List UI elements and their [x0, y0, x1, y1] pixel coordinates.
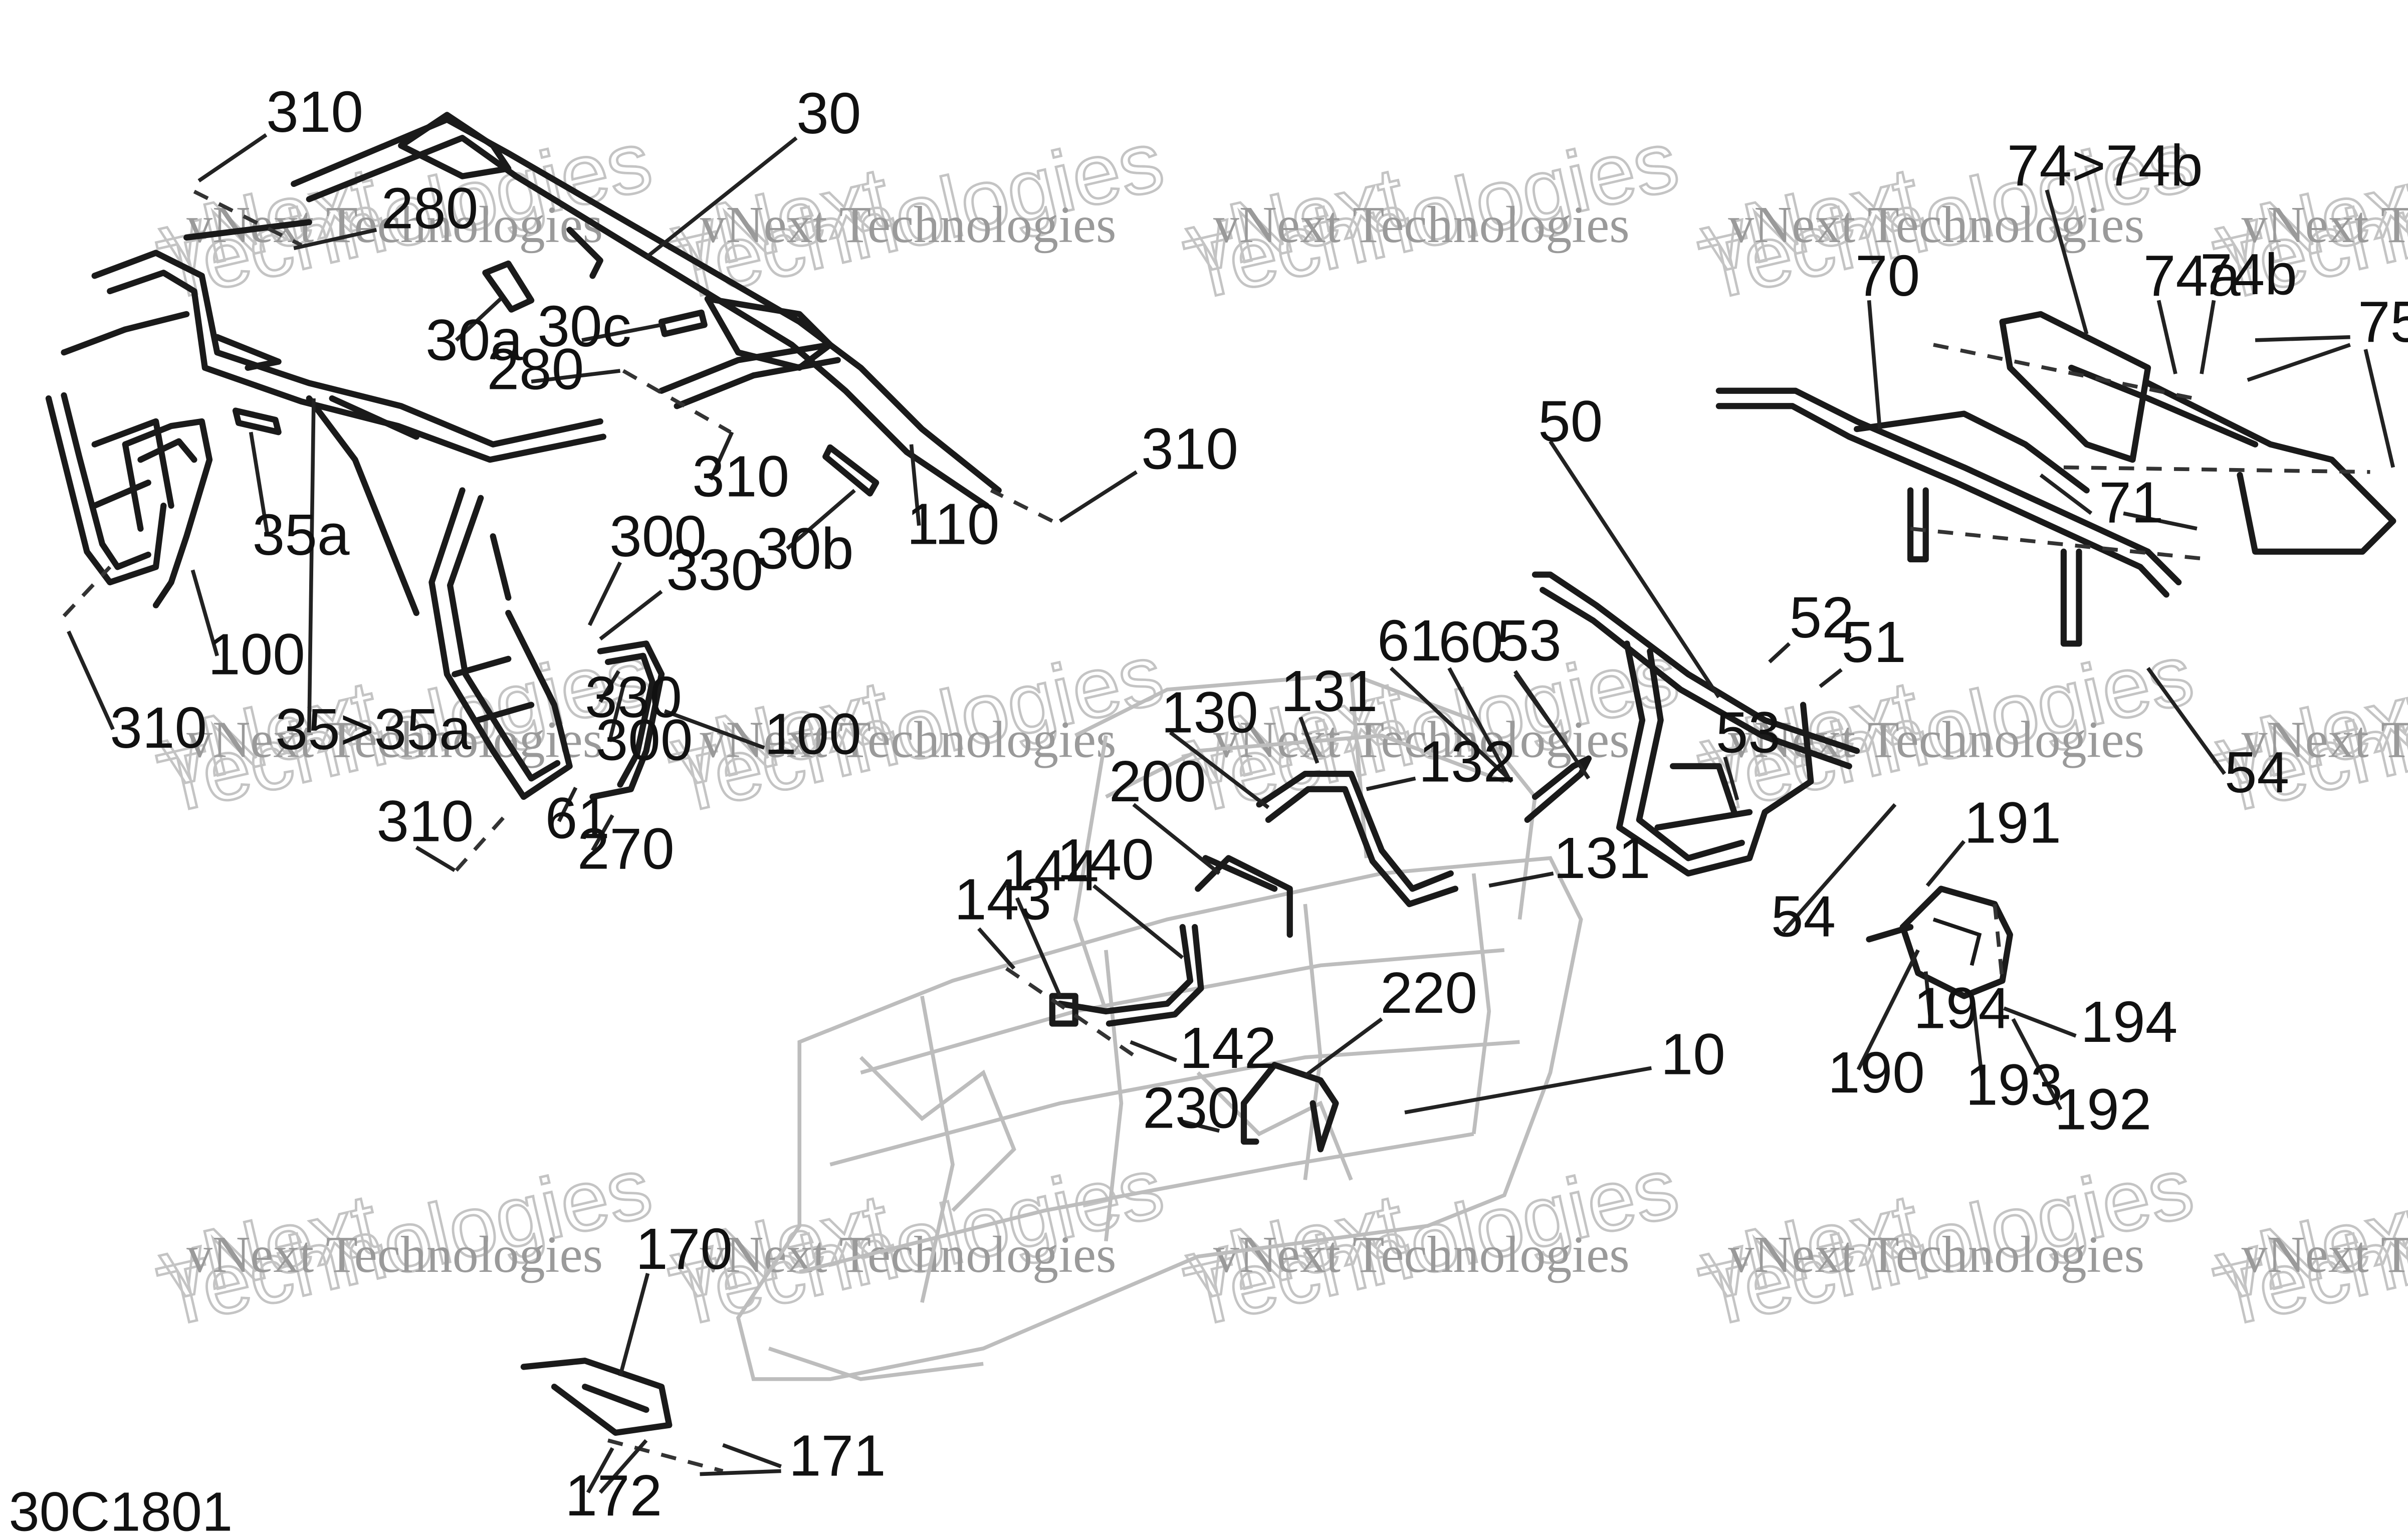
callout-190: 190 [1828, 1040, 1925, 1105]
callout-70: 70 [1855, 243, 1920, 308]
callout-171: 171 [789, 1423, 886, 1488]
watermark-text: vNext Technologies [1213, 196, 1630, 254]
callout-100: 100 [208, 621, 305, 687]
callout-330: 330 [585, 665, 682, 730]
leader-lines [67, 133, 2395, 1494]
callout-280: 280 [381, 176, 479, 241]
callout-143: 143 [954, 867, 1051, 932]
watermark-text: vNext Technologies [1728, 1226, 2144, 1283]
watermark-text: vNext Technologies [700, 196, 1117, 254]
callout-270: 270 [577, 816, 675, 882]
callout-30a: 30a [425, 308, 523, 373]
roll-cage-assembly [45, 112, 1002, 800]
callout-300: 300 [596, 708, 693, 773]
callout-330: 330 [666, 537, 763, 602]
callout-310: 310 [110, 695, 207, 760]
callout-300: 300 [609, 504, 707, 569]
callout-230: 230 [1143, 1075, 1240, 1140]
callout-53: 53 [1716, 700, 1781, 765]
callout-131: 131 [1280, 658, 1378, 724]
callout-200: 200 [1109, 749, 1206, 814]
callout-61: 61 [1377, 608, 1442, 673]
callout-54: 54 [1771, 884, 1836, 949]
callout-172: 172 [565, 1463, 662, 1528]
callout-74a: 74a [2143, 243, 2241, 308]
callout-192: 192 [2055, 1077, 2152, 1142]
watermark-text: vNext Technologies [2242, 196, 2408, 254]
watermark-text: vNext Technologies [186, 711, 603, 769]
watermark-text: vNext Technologies [1728, 196, 2144, 254]
watermark-text: vNext Technologies [700, 711, 1117, 769]
callout-71: 71 [2099, 470, 2163, 535]
rear-bumper [1715, 311, 2396, 647]
cross-members [520, 771, 1459, 1436]
callout-75: 75 [2358, 289, 2408, 354]
callout-61: 61 [545, 786, 610, 851]
watermark-text: vNext Technologies [1728, 711, 2144, 769]
callout-310: 310 [1141, 416, 1238, 482]
figure-code: 30C1801 [9, 1481, 233, 1540]
callout-35a: 35a [253, 502, 350, 567]
callout-50: 50 [1538, 389, 1603, 454]
callout-54: 54 [2225, 740, 2289, 805]
callout-130: 130 [1161, 680, 1258, 745]
watermark-text: vNext Technologies [2242, 1226, 2408, 1283]
callout-194: 194 [1913, 976, 2011, 1041]
callout-132: 132 [1419, 729, 1516, 794]
callout-30c: 30c [537, 294, 631, 359]
callout-labels: 310 30 280 30a 30c 280 310 35a 100 310 3… [110, 79, 2408, 1528]
callout-100: 100 [764, 701, 861, 766]
install-lines [62, 189, 2370, 1473]
callout-144: 144 [1002, 838, 1099, 903]
callout-170: 170 [635, 1216, 733, 1281]
callout-52: 52 [1790, 585, 1854, 650]
watermark-text: vNext Technologies [186, 196, 603, 254]
callout-140: 140 [1057, 827, 1154, 892]
callout-310: 310 [266, 79, 363, 144]
callout-30: 30 [796, 81, 861, 146]
callout-10: 10 [1661, 1021, 1725, 1086]
tube-assembly [122, 418, 665, 800]
callout-110: 110 [907, 491, 999, 556]
callout-30b: 30b [757, 516, 854, 581]
watermark-text: vNext Technologies [1213, 1226, 1630, 1283]
callout-35-35a: 35>35a [276, 697, 472, 762]
callout-74b: 74b [2200, 242, 2297, 307]
main-frame-ghost [736, 672, 1583, 1381]
callout-194: 194 [2081, 989, 2178, 1054]
callout-51: 51 [1842, 609, 1906, 675]
callout-220: 220 [1380, 960, 1477, 1025]
callout-131: 131 [1554, 825, 1651, 891]
callout-191: 191 [1964, 790, 2061, 855]
callout-53: 53 [1497, 608, 1562, 673]
watermark-text: vNext Technologies [700, 1226, 1117, 1283]
front-bumper [1531, 571, 1860, 877]
small-plates [232, 260, 1592, 823]
callout-310: 310 [376, 789, 474, 854]
watermark-text: vNext Technologies [186, 1226, 603, 1283]
callout-193: 193 [1965, 1052, 2063, 1118]
callout-60: 60 [1438, 609, 1503, 675]
callout-310: 310 [692, 444, 789, 509]
callout-74-74b: 74>74b [2007, 133, 2203, 198]
watermark-text: vNext Technologies [2242, 711, 2408, 769]
callout-280: 280 [487, 337, 584, 402]
callout-142: 142 [1180, 1015, 1277, 1080]
